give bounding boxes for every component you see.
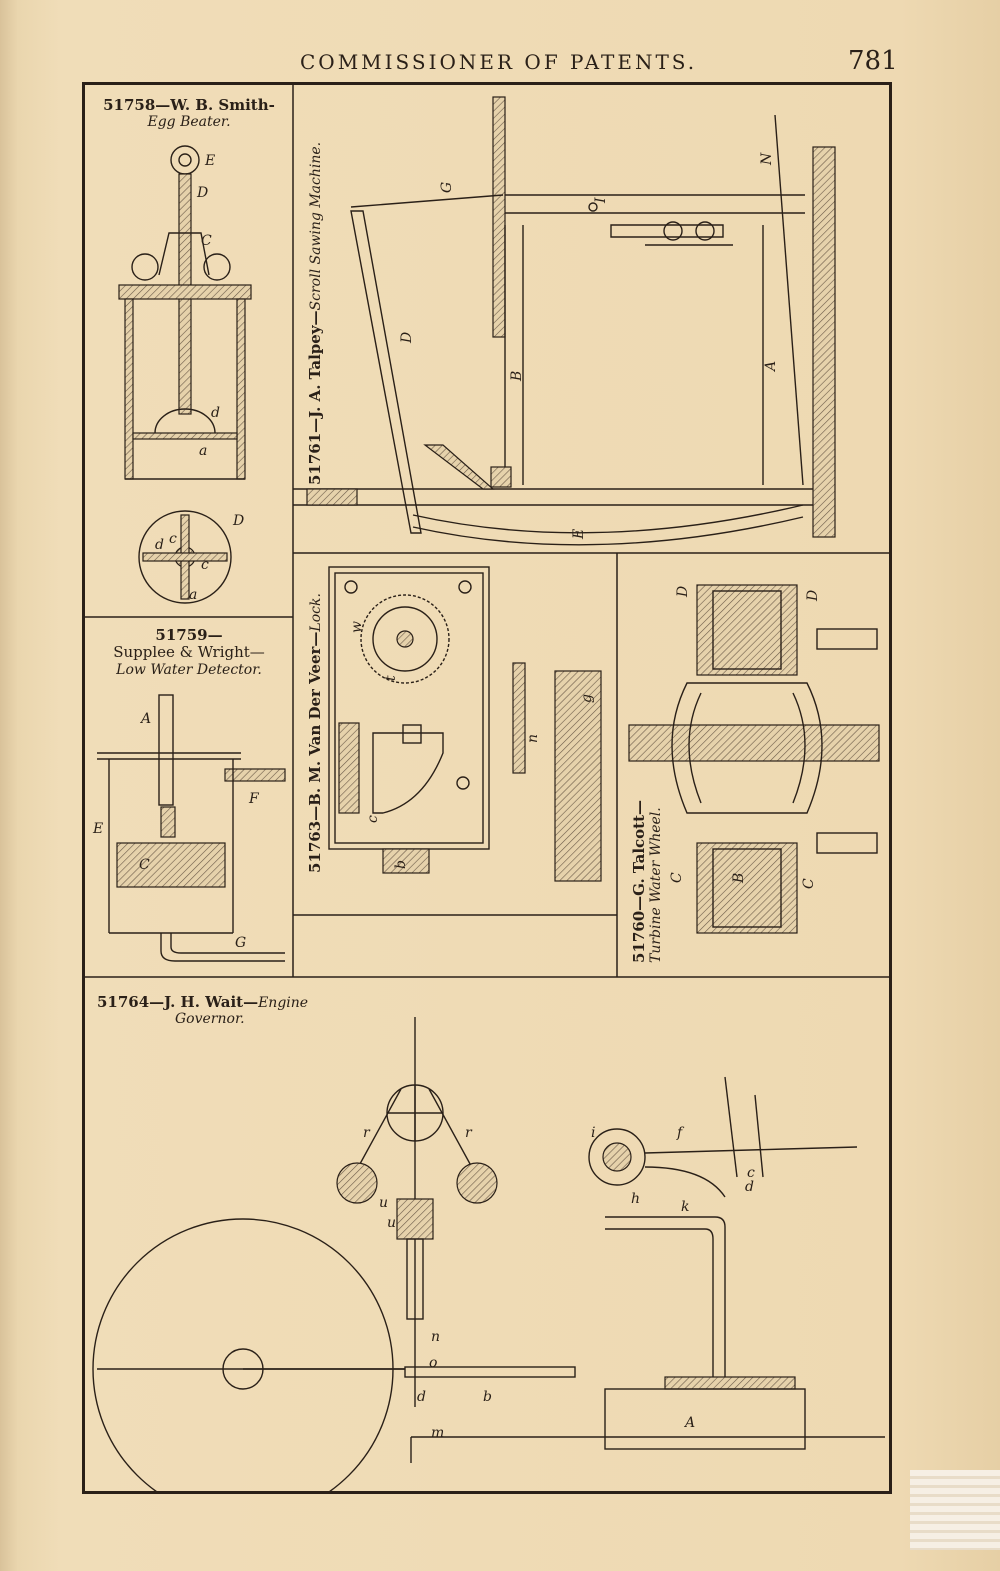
label-D: D (196, 185, 208, 201)
label-C2: C (801, 878, 817, 889)
label-u1: u (379, 1195, 388, 1211)
panel-grid (85, 85, 889, 978)
label-a: a (199, 443, 207, 459)
label-E: E (92, 821, 103, 837)
lock-drawing: w t c b n g (328, 566, 602, 882)
running-title: COMMISSIONER OF PATENTS. (300, 50, 698, 74)
label-m: m (431, 1425, 444, 1441)
label-I: I (593, 197, 609, 204)
label-A: A (139, 711, 151, 727)
label-c2: c (201, 557, 209, 573)
label-B: B (731, 873, 747, 884)
figure-scroll-saw: 51761—J. A. Talpey—Scroll Sawing Machine… (293, 85, 889, 553)
water-detector-drawing: A F E C G (92, 694, 286, 962)
figure-frame: 51758—W. B. Smith- Egg Beater. (82, 82, 892, 1494)
label-E: E (571, 529, 587, 540)
label-D1: D (675, 586, 691, 598)
figure-egg-beater: 51758—W. B. Smith- Egg Beater. (85, 85, 293, 617)
label-g: g (579, 694, 595, 703)
label-A: A (763, 361, 779, 373)
water-detector-caption: 51759— Supplee & Wright— Low Water Detec… (85, 626, 293, 678)
label-k: k (681, 1199, 689, 1215)
label-C: C (139, 857, 150, 873)
label-D2: D (805, 590, 821, 602)
egg-beater-title: Egg Beater. (147, 114, 231, 131)
label-D2: D (232, 513, 244, 529)
label-c: c (747, 1165, 755, 1181)
label-r1: r (363, 1125, 371, 1141)
label-G: G (439, 182, 455, 193)
figure-governor: 51764—J. H. Wait—Engine Governor. (85, 977, 889, 1491)
label-u2: u (387, 1215, 396, 1231)
label-b: b (483, 1389, 492, 1405)
label-c: c (365, 815, 381, 823)
governor-number: 51764—J. H. Wait— (97, 993, 259, 1011)
label-d2: d (155, 537, 164, 553)
governor-title-2: Governor. (175, 1011, 245, 1028)
governor-caption: 51764—J. H. Wait—Engine Governor. (97, 993, 347, 1027)
governor-title-1: Engine (258, 995, 309, 1011)
egg-beater-number: 51758—W. B. Smith- (103, 96, 275, 114)
label-d: d (211, 405, 220, 421)
label-b: b (393, 860, 409, 869)
turbine-drawing: D D C B C (628, 584, 880, 934)
page-number: 781 (848, 46, 898, 76)
label-t: t (383, 675, 399, 681)
label-o: o (429, 1355, 437, 1371)
figure-water-detector: 51759— Supplee & Wright— Low Water Detec… (85, 617, 293, 977)
label-a2: a (189, 587, 197, 603)
governor-drawing: r r u u i f c d h k n o m A d b (92, 1017, 885, 1491)
label-d2: d (417, 1389, 426, 1405)
label-h: h (631, 1191, 640, 1207)
egg-beater-drawing: E D C d a D d c c a (118, 145, 252, 604)
scroll-saw-drawing: G N I D B A E (293, 96, 836, 546)
figure-lock: 51763—B. M. Van Der Veer—Lock. w t c (293, 553, 617, 915)
water-detector-number: 51759— (155, 626, 223, 644)
label-C1: C (669, 872, 685, 883)
label-E: E (204, 153, 215, 169)
figure-turbine: 51760—G. Talcott— Turbine Water Wheel. D… (617, 553, 889, 977)
water-detector-title: Low Water Detector. (116, 661, 262, 678)
label-D: D (399, 332, 415, 344)
label-n: n (431, 1329, 440, 1345)
label-f: f (676, 1125, 685, 1141)
label-N: N (759, 152, 775, 166)
label-G: G (235, 935, 246, 951)
water-detector-names: Supplee & Wright— (113, 643, 265, 662)
egg-beater-caption: 51758—W. B. Smith- Egg Beater. (85, 96, 293, 131)
page-edge-strip (910, 1470, 1000, 1550)
label-i: i (591, 1125, 595, 1141)
label-r2: r (465, 1125, 473, 1141)
label-A: A (683, 1415, 695, 1431)
label-F: F (248, 791, 260, 807)
label-n: n (525, 734, 541, 743)
label-c1: c (169, 531, 177, 547)
label-d1: d (745, 1179, 754, 1195)
label-C: C (201, 233, 212, 249)
label-w: w (349, 621, 365, 633)
label-B: B (509, 371, 525, 382)
